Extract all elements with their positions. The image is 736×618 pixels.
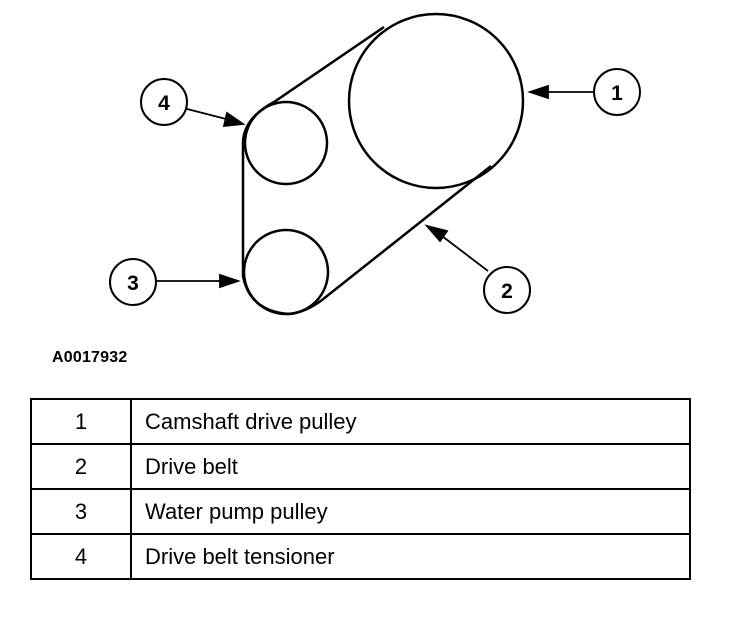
belt-diagram: 1 2 3 4 <box>109 12 641 316</box>
camshaft-drive-pulley <box>347 12 525 190</box>
legend-description: Drive belt tensioner <box>130 533 691 580</box>
figure-id: A0017932 <box>52 349 128 366</box>
table-row: 3 Water pump pulley <box>30 488 691 535</box>
callout-bubble-1 <box>593 68 641 116</box>
callout-label-4: 4 <box>158 92 170 115</box>
arrowhead-1 <box>527 84 549 100</box>
arrowhead-3 <box>219 273 241 289</box>
callout-bubble-3 <box>109 258 157 306</box>
drive-belt <box>241 25 492 316</box>
table-row: 4 Drive belt tensioner <box>30 533 691 580</box>
callout-label-1: 1 <box>611 82 623 105</box>
table-row: 1 Camshaft drive pulley <box>30 398 691 445</box>
legend-description: Camshaft drive pulley <box>130 398 691 445</box>
callout-arrow-4 <box>186 108 227 120</box>
legend-number: 4 <box>30 533 132 580</box>
legend-table: 1 Camshaft drive pulley 2 Drive belt 3 W… <box>30 398 691 580</box>
callout-label-2: 2 <box>501 280 513 303</box>
arrowhead-2 <box>424 224 449 243</box>
callout-arrow-2 <box>441 235 489 272</box>
table-row: 2 Drive belt <box>30 443 691 490</box>
legend-number: 3 <box>30 488 132 535</box>
callout-bubble-2 <box>483 266 531 314</box>
callout-label-3: 3 <box>127 272 139 295</box>
legend-description: Water pump pulley <box>130 488 691 535</box>
legend-number: 2 <box>30 443 132 490</box>
callout-bubble-4 <box>140 78 188 126</box>
legend-description: Drive belt <box>130 443 691 490</box>
legend-number: 1 <box>30 398 132 445</box>
drive-belt-tensioner-pulley <box>243 100 329 186</box>
arrowhead-4 <box>222 111 246 128</box>
